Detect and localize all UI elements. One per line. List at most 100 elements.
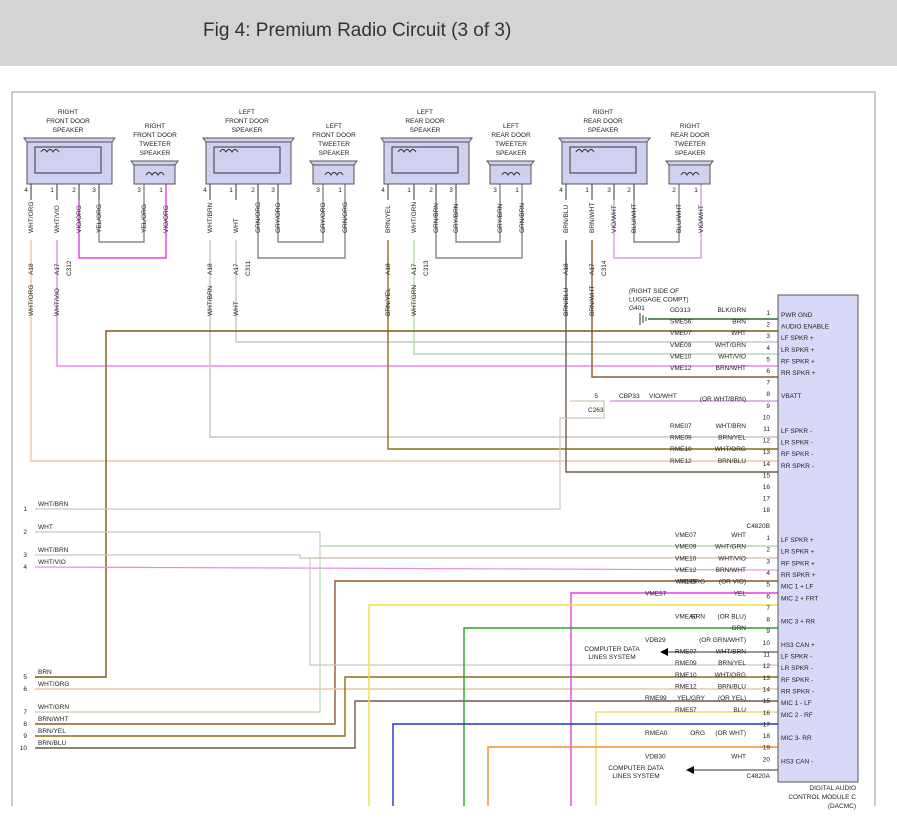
left-wire-number: 2: [23, 529, 27, 536]
module-a-circuit: VME12: [675, 567, 697, 574]
tweeter-pin-number: 1: [338, 187, 342, 194]
left-wire-number: 8: [23, 721, 27, 728]
module-a-circuit: VDB29: [645, 637, 666, 644]
module-a-pin-number: 17: [763, 721, 771, 728]
module-b-pin-function: RF SPKR -: [781, 451, 813, 458]
module-b-pin-function: LF SPKR +: [781, 335, 814, 342]
left-wire-color: WHT/BRN: [38, 501, 69, 508]
module-a-pin-function: MIC 1 - LF: [781, 700, 812, 707]
speaker-label-line: REAR DOOR: [405, 118, 445, 125]
speaker-cone-top: [23, 137, 116, 143]
module-b-wire-color: BRN/WHT: [716, 365, 746, 372]
module-a-pin-number: 9: [766, 628, 770, 635]
tweeter-body: [668, 164, 711, 185]
speaker-wire-label: BLU/WHT: [631, 204, 638, 233]
speaker-wire-label: GRY/BRN: [453, 203, 460, 233]
inline-connector-a17: A17: [589, 263, 596, 275]
computer-data-line: COMPUTER DATA: [608, 765, 664, 772]
module-a-alt-color: (OR WHT): [715, 730, 746, 737]
speaker-pin-number: 1: [50, 187, 54, 194]
module-a-pin-number: 1: [766, 535, 770, 542]
left-wire-color: WHT/BRN: [38, 547, 69, 554]
module-a-alt-color: (OR GRN/WHT): [699, 637, 746, 644]
module-a-wire-color: BRN/WHT: [716, 567, 746, 574]
speaker-body: [383, 141, 470, 185]
module-b-circuit: VME12: [670, 365, 692, 372]
speaker-pin-number: 3: [271, 187, 275, 194]
speaker-body: [561, 141, 648, 185]
module-a-pin-function: LF SPKR -: [781, 654, 812, 661]
module-b-circuit: RME09: [670, 435, 692, 442]
left-wire-number: 4: [23, 564, 27, 571]
tweeter-cone-top: [130, 160, 179, 166]
module-b-wire-color: WHT/ORG: [715, 446, 746, 453]
tweeter-label-line: LEFT: [326, 123, 342, 130]
lower-wire-label: WHT/GRN: [411, 285, 418, 316]
tweeter-pin-number: 3: [137, 187, 141, 194]
left-wire-color: BRN/BLU: [38, 740, 66, 747]
speaker-pin-number: 1: [585, 187, 589, 194]
module-a-wire-color: BRN/BLU: [718, 683, 746, 690]
module-a-circuit: RME07: [675, 649, 697, 656]
module-b-pin-number: 1: [766, 310, 770, 317]
tweeter-wire-label: GRN/BRN: [519, 203, 526, 233]
module-a-wire-color: WHT: [731, 753, 746, 760]
speaker-label-line: LEFT: [239, 109, 255, 116]
tweeter-cone-top: [309, 160, 358, 166]
module-b-pin-function: RR SPKR -: [781, 463, 814, 470]
module-a-wire-color: BLU: [733, 707, 746, 714]
c263-pin: 5: [594, 393, 598, 400]
tweeter-label-line: TWEETER: [318, 141, 350, 148]
tweeter-body: [133, 164, 176, 185]
module-a-pin-number: 8: [766, 617, 770, 624]
module-a-pin-function: MIC 3 + RR: [781, 619, 815, 626]
wire-lr-pos: [413, 240, 778, 355]
module-a-wire-color: WHT/BRN: [716, 649, 747, 656]
module-a-circuit: RME09: [675, 660, 697, 667]
connector-c4820a: C4820A: [747, 773, 771, 780]
speaker-pin-number: 2: [251, 187, 255, 194]
module-b-pin-function: RR SPKR +: [781, 370, 816, 377]
left-wire-color: BRN/WHT: [38, 716, 68, 723]
speaker-wire-label: VIO/WHT: [611, 205, 618, 233]
speaker-label-line: LEFT: [417, 109, 433, 116]
tweeter-loop-wire: [455, 184, 501, 243]
left-wire-color: WHT/VIO: [38, 559, 66, 566]
module-a-circuit: VME10: [675, 555, 697, 562]
left-wire-color: WHT/ORG: [38, 681, 69, 688]
tweeter-pin-number: 1: [159, 187, 163, 194]
speaker-label-line: SPEAKER: [588, 127, 619, 134]
module-b-pin-number: 11: [763, 426, 770, 433]
module-b-pin-function: VBATT: [781, 393, 801, 400]
module-a-circuit: RME99: [645, 695, 667, 702]
computer-data-line: LINES SYSTEM: [588, 654, 635, 661]
coil-icon: [324, 172, 344, 176]
module-a-circuit: VME09: [675, 544, 697, 551]
tweeter-label-line: REAR DOOR: [491, 132, 531, 139]
speaker-wire-label: WHT/ORG: [28, 202, 35, 233]
inline-connector-label: C314: [601, 260, 608, 276]
speaker-label-line: RIGHT: [58, 109, 78, 116]
tweeter-pin-number: 1: [694, 187, 698, 194]
wire-lf-neg: [209, 240, 778, 438]
tweeter-body: [312, 164, 355, 185]
speakers-layer: [23, 137, 714, 185]
inline-connector-label: C311: [245, 261, 252, 276]
tweeter-label-line: SPEAKER: [319, 150, 350, 157]
module-b-pin-number: 13: [763, 449, 771, 456]
control-module: [777, 294, 859, 783]
inline-connector-label: C312: [66, 260, 73, 276]
tweeter-wire-label: YEL/ORG: [141, 204, 148, 233]
speaker-label-line: FRONT DOOR: [225, 118, 269, 125]
module-a-pin-number: 14: [763, 686, 771, 693]
inline-connector-label: C313: [423, 260, 430, 276]
c263-wire: VIO/WHT: [649, 393, 677, 400]
module-a-pin-number: 20: [763, 756, 771, 763]
inline-connector-a17: A17: [233, 263, 240, 275]
tweeter-label-line: TWEETER: [495, 141, 527, 148]
speaker-internal: [213, 146, 281, 174]
speaker-wire-label: WHT/VIO: [54, 205, 61, 233]
left-wire-color: BRN: [38, 669, 52, 676]
